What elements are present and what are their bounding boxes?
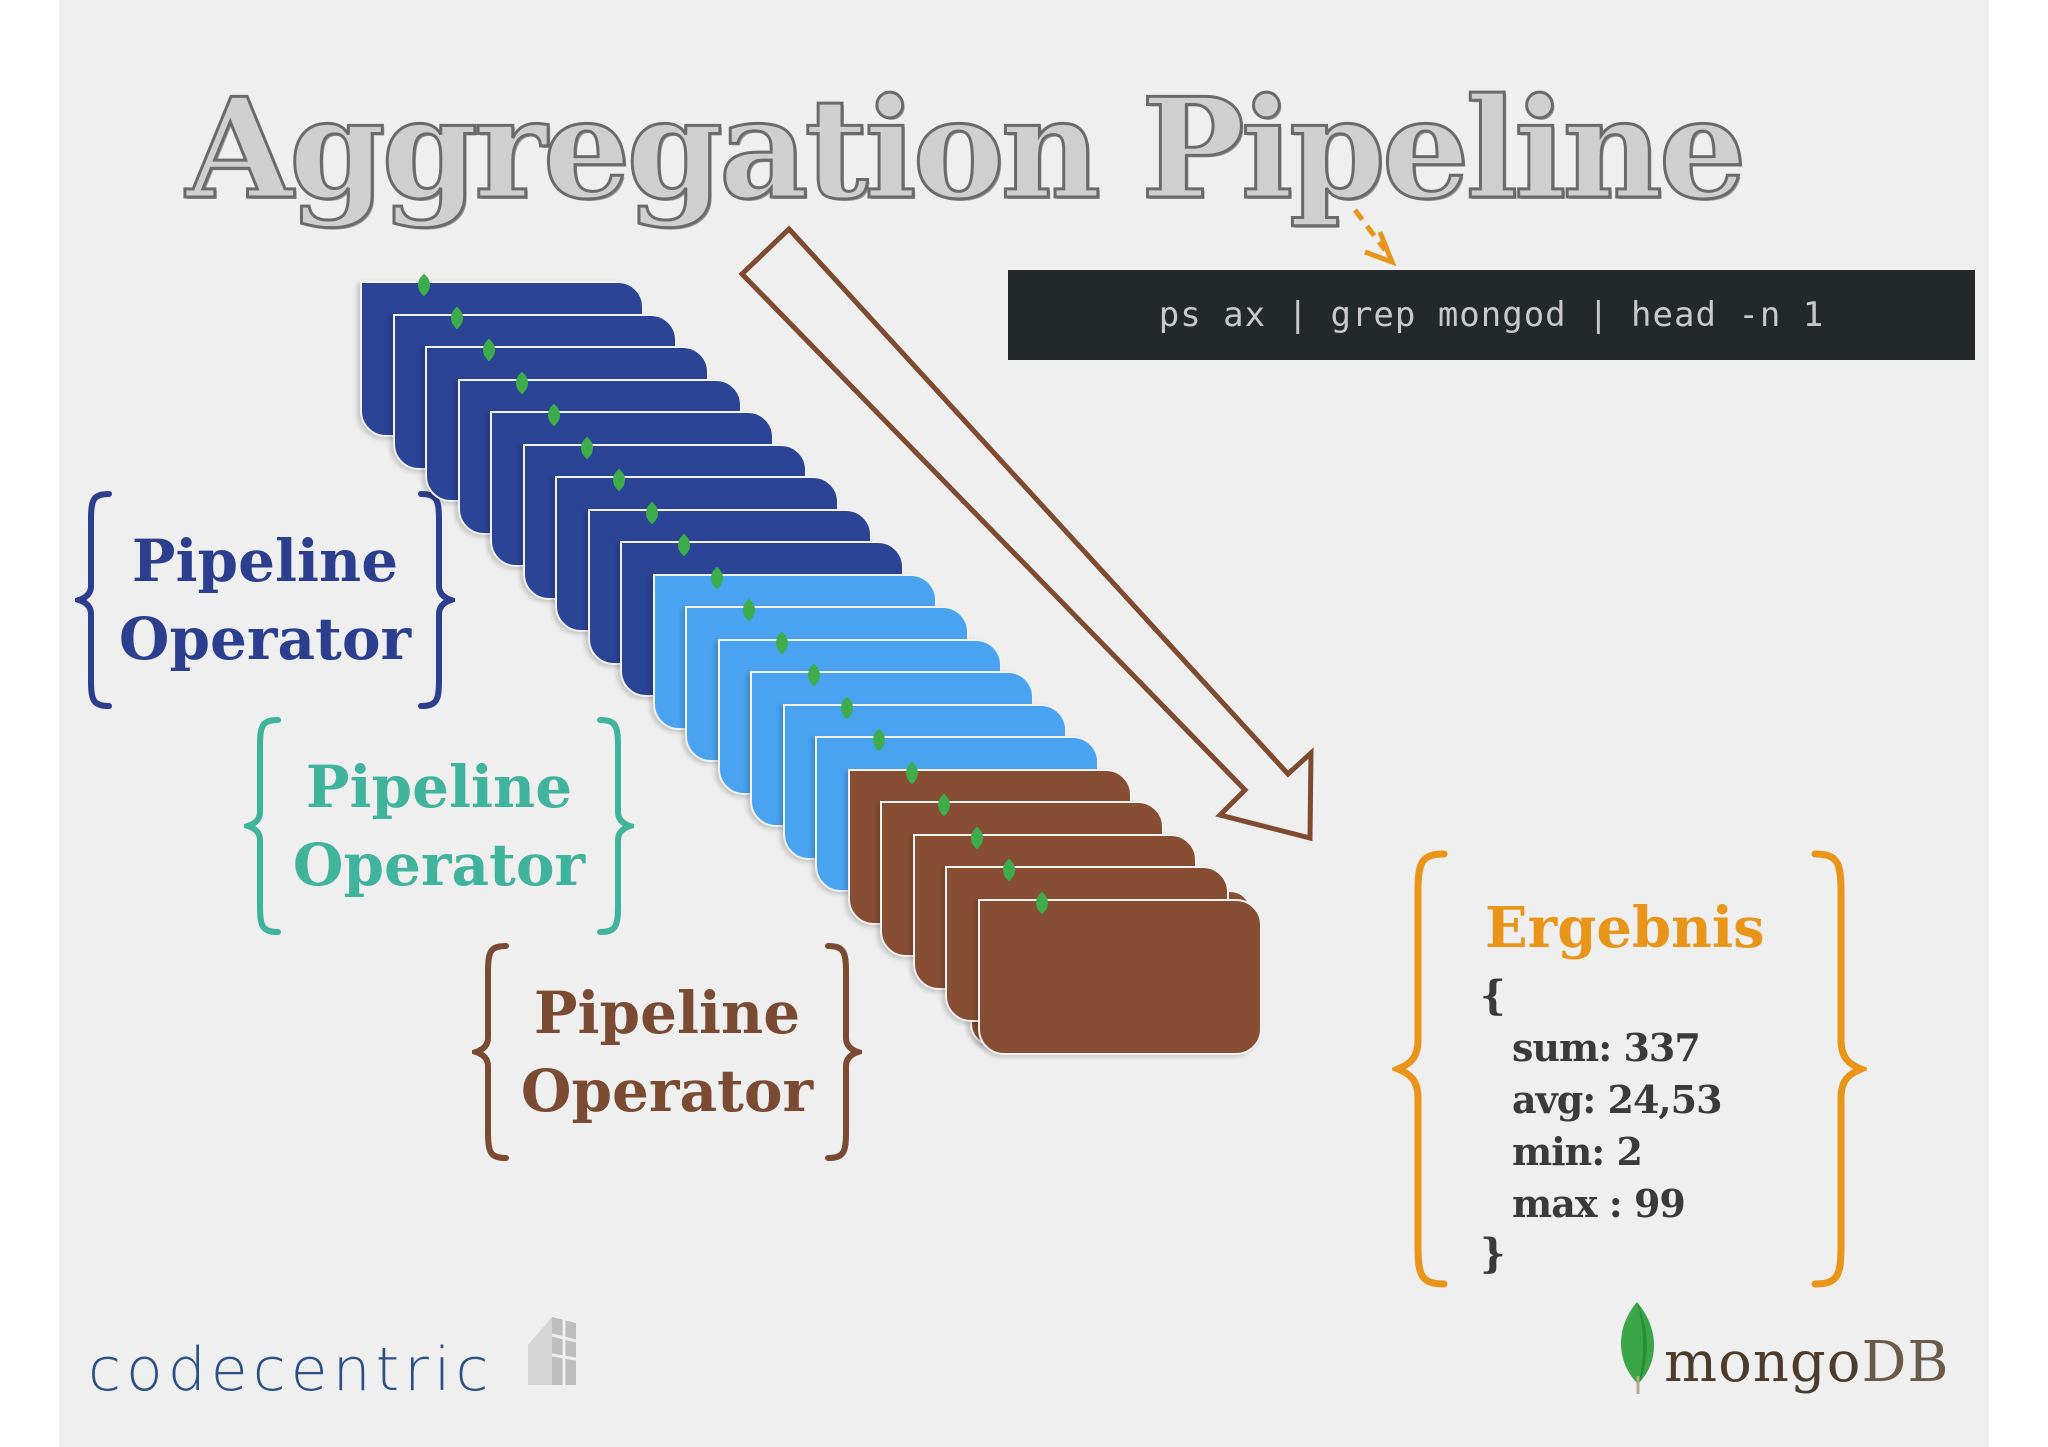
slide-title: Aggregation Pipeline: [185, 67, 1749, 230]
mongodb-logo: mongoDB: [1612, 1300, 1949, 1399]
result-line-min: min: 2: [1512, 1129, 1643, 1174]
result-line-sum: sum: 337: [1512, 1025, 1701, 1070]
operator-line-1: Pipeline: [131, 527, 399, 595]
result-title: Ergebnis: [1485, 895, 1765, 961]
result-open-brace: {: [1480, 972, 1506, 1019]
codecentric-wordmark: codecentric: [88, 1335, 494, 1405]
operator-line-1: Pipeline: [533, 979, 801, 1047]
result-close-brace: }: [1480, 1230, 1506, 1277]
operator-line-1: Pipeline: [305, 753, 573, 821]
operator-left-brace: [244, 717, 281, 935]
operator-left-brace: [75, 491, 112, 709]
operator-right-brace: [418, 491, 455, 709]
codecentric-logo: codecentric: [88, 1317, 577, 1405]
mongodb-leaf-icon: [1620, 1302, 1655, 1394]
operator-line-2: Operator: [292, 831, 586, 899]
terminal-command-text: ps ax | grep mongod | head -n 1: [1158, 295, 1825, 335]
operator-right-brace: [825, 943, 862, 1161]
operator-left-brace: [472, 943, 509, 1161]
mongodb-wordmark-mongo: mongo: [1664, 1330, 1862, 1395]
result-line-avg: avg: 24,53: [1512, 1077, 1723, 1122]
result-left-brace: [1392, 850, 1448, 1288]
mongodb-wordmark-db: DB: [1861, 1330, 1950, 1395]
operator-right-brace: [597, 717, 634, 935]
result-right-brace: [1811, 850, 1867, 1288]
terminal-command-bar: ps ax | grep mongod | head -n 1: [1008, 270, 1975, 360]
operator-line-2: Operator: [118, 605, 412, 673]
result-line-max: max : 99: [1512, 1181, 1686, 1226]
result-block: Ergebnis { sum: 337 avg: 24,53 min: 2 ma…: [1392, 850, 1867, 1288]
pipeline-stage-card: [977, 891, 1262, 1055]
codecentric-mark-icon: [528, 1317, 577, 1385]
operator-line-2: Operator: [520, 1057, 814, 1125]
mongodb-wordmark: mongoDB: [1664, 1330, 1950, 1395]
